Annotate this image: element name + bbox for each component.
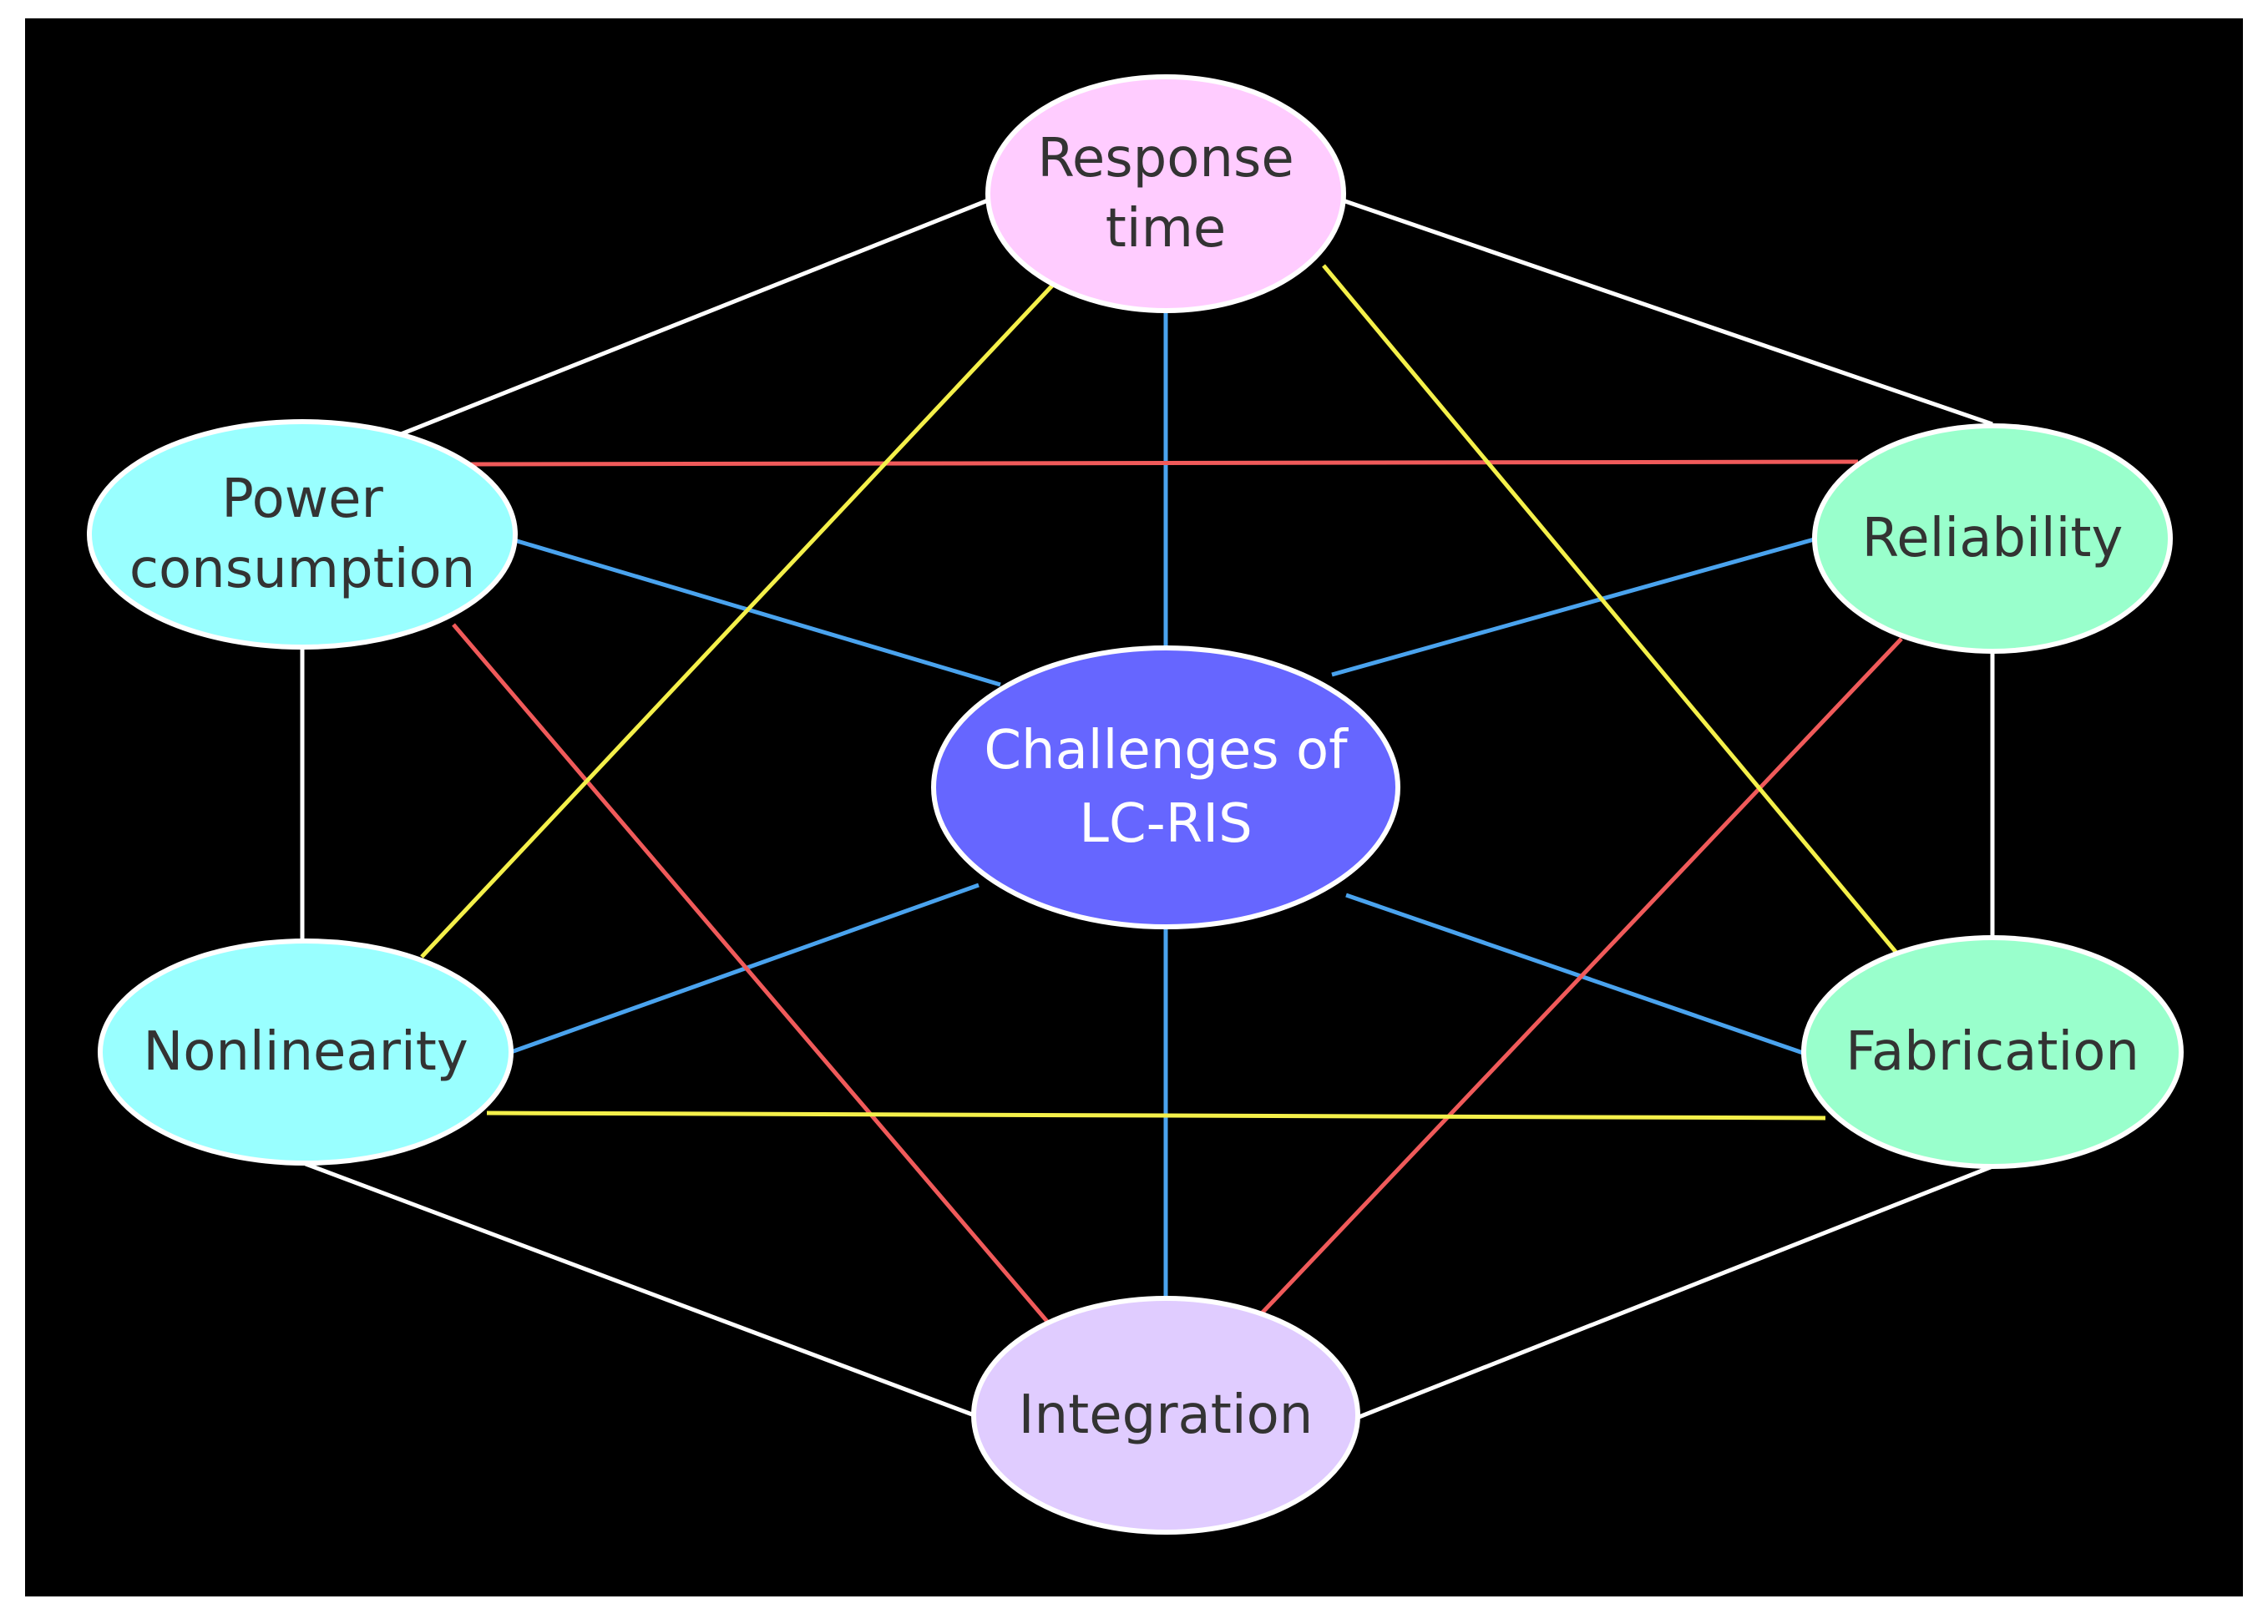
- edge-center-to-power-consumption: [514, 538, 1001, 687]
- node-ellipse-reliability: [1812, 423, 2173, 654]
- edge-response-time-to-reliability: [1342, 198, 1993, 427]
- node-label-fabrication: Fabrication: [1845, 1021, 2139, 1083]
- edge-response-time-to-fabrication: [1322, 264, 1898, 954]
- node-label-response-time: Response: [1037, 128, 1293, 190]
- node-integration: Integration: [971, 1296, 1360, 1535]
- edge-nonlinearity-to-fabrication: [486, 1110, 1826, 1121]
- node-ellipse-nonlinearity: [98, 938, 514, 1166]
- edges-layer: [300, 198, 1995, 1422]
- edge-power-consumption-to-integration: [452, 623, 1056, 1331]
- node-label-center: Challenges of: [984, 720, 1349, 782]
- edge-center-to-fabrication: [1345, 893, 1806, 1056]
- node-label-nonlinearity: Nonlinearity: [143, 1021, 468, 1083]
- node-center: Challenges of LC-RIS: [931, 645, 1400, 929]
- edge-power-consumption-to-reliability: [467, 459, 1859, 467]
- node-ellipse-integration: [971, 1296, 1360, 1535]
- node-ellipse-fabrication: [1801, 935, 2184, 1169]
- node-label-power-consumption: Power: [221, 468, 383, 530]
- edge-nonlinearity-to-integration: [305, 1161, 986, 1422]
- node-ellipse-power-consumption: [87, 419, 518, 650]
- node-label-integration: Integration: [1019, 1384, 1314, 1446]
- node-label-power-consumption: consumption: [129, 539, 475, 600]
- node-label-reliability: Reliability: [1862, 508, 2124, 569]
- node-nonlinearity: Nonlinearity: [98, 938, 514, 1166]
- node-power-consumption: Power consumption: [87, 419, 518, 650]
- node-reliability: Reliability: [1812, 423, 2173, 654]
- node-label-response-time: time: [1106, 198, 1227, 260]
- node-label-center: LC-RIS: [1079, 793, 1252, 855]
- edge-response-time-to-nonlinearity: [420, 282, 1056, 959]
- edge-center-to-reliability: [1331, 536, 1818, 677]
- node-ellipse-center: [931, 645, 1400, 929]
- edge-response-time-to-power-consumption: [400, 198, 989, 437]
- node-response-time: Response time: [985, 74, 1346, 313]
- edge-reliability-to-integration: [1257, 637, 1903, 1318]
- edge-fabrication-to-integration: [1352, 1164, 1993, 1422]
- node-fabrication: Fabrication: [1801, 935, 2184, 1169]
- node-ellipse-response-time: [985, 74, 1346, 313]
